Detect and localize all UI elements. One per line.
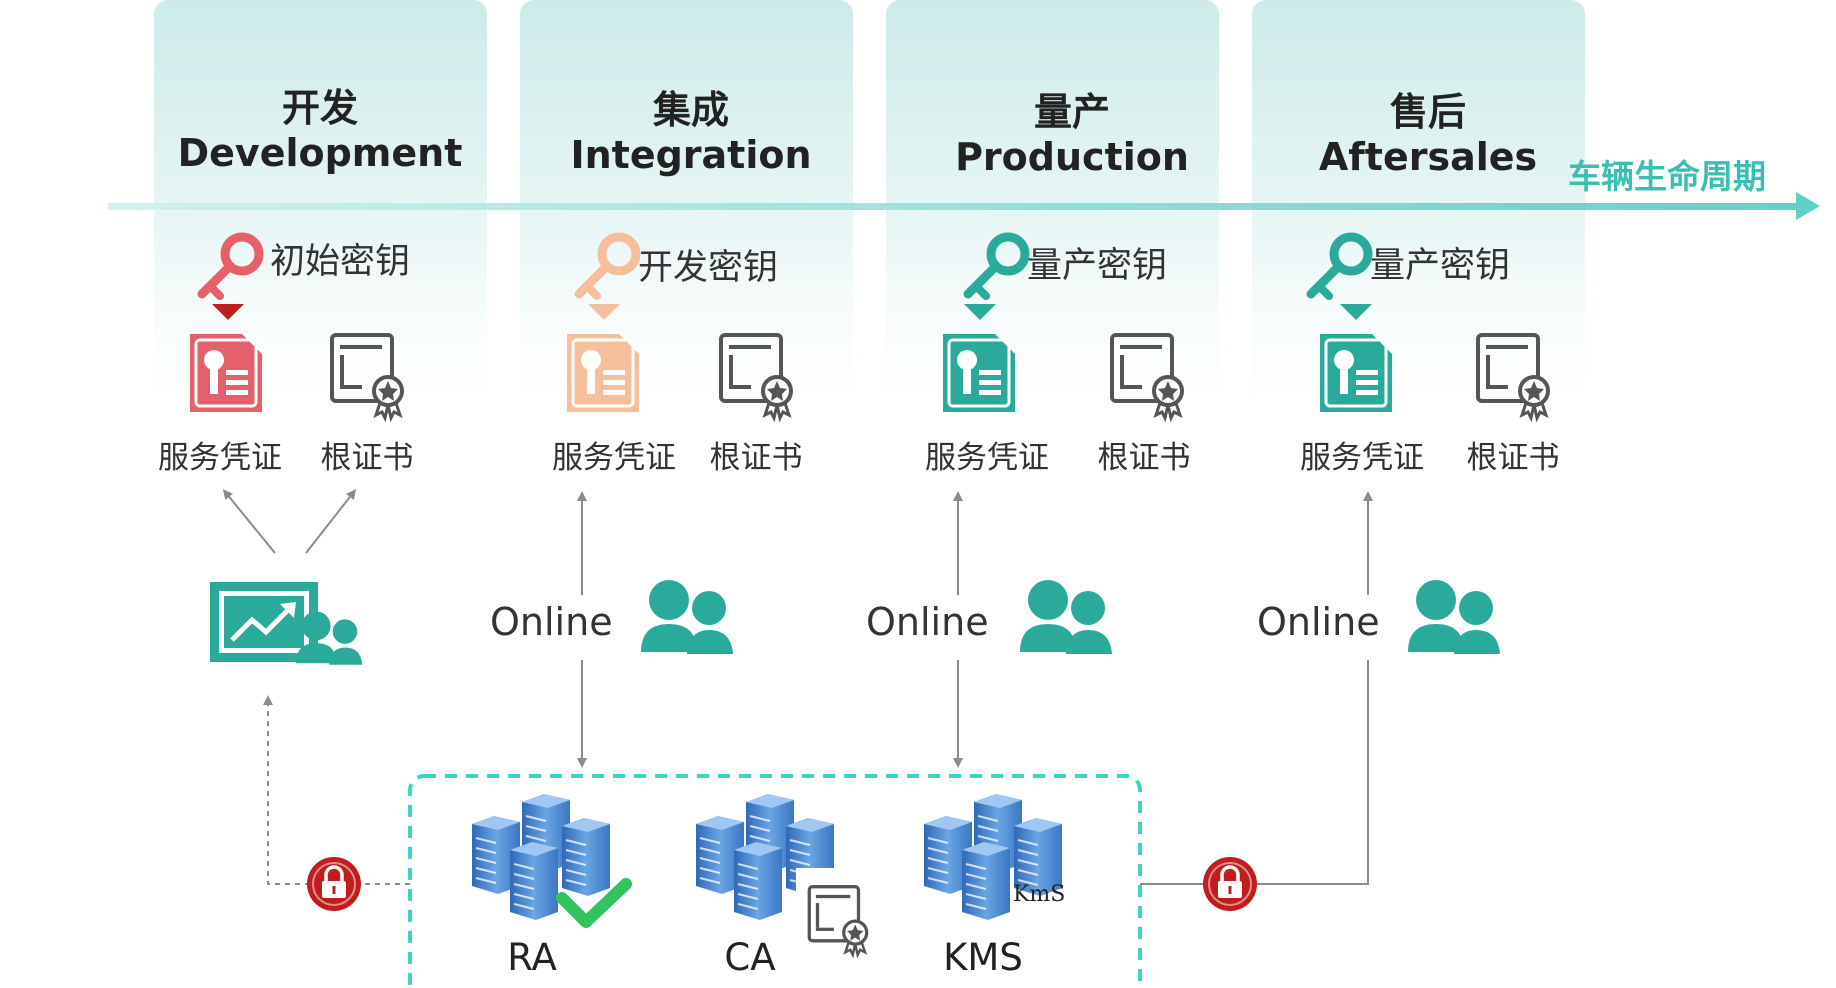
server-label-ra: RA bbox=[507, 936, 557, 979]
arrow-to-credential bbox=[222, 489, 276, 554]
lock-icon bbox=[1201, 855, 1259, 913]
key-label: 量产密钥 bbox=[1027, 246, 1168, 286]
phase-column-aftersales bbox=[1252, 0, 1585, 440]
phase-column-development bbox=[154, 0, 487, 440]
dashed-connector-development bbox=[263, 695, 410, 885]
server-certificate-icon bbox=[695, 793, 869, 957]
security-system-box bbox=[408, 774, 1142, 988]
kms-badge: KmS bbox=[1013, 882, 1066, 907]
users-icon bbox=[641, 580, 733, 654]
phase-title-en: Aftersales bbox=[1318, 135, 1538, 179]
credential-label: 服务凭证 bbox=[552, 440, 676, 476]
key-icon bbox=[574, 232, 641, 300]
phase-title-en: Integration bbox=[570, 133, 812, 177]
phase-title-zh: 量产 bbox=[1033, 90, 1111, 134]
arrow-to-root-cert bbox=[305, 489, 357, 554]
credential-document-icon bbox=[565, 332, 641, 414]
key-icon bbox=[1306, 232, 1373, 300]
lock-icon bbox=[305, 855, 363, 913]
pointer-triangle bbox=[964, 304, 996, 320]
credential-label: 服务凭证 bbox=[1300, 440, 1424, 476]
server-label-ca: CA bbox=[724, 936, 776, 979]
root-cert-label: 根证书 bbox=[1466, 440, 1560, 476]
root-cert-label: 根证书 bbox=[709, 440, 803, 476]
pointer-triangle bbox=[1340, 304, 1372, 320]
lifecycle-axis bbox=[108, 192, 1820, 220]
root-cert-label: 根证书 bbox=[1097, 440, 1191, 476]
users-icon bbox=[1020, 580, 1112, 654]
online-label: Online bbox=[490, 600, 613, 644]
credential-document-icon bbox=[188, 332, 264, 414]
phase-title-zh: 集成 bbox=[652, 88, 730, 132]
pointer-triangle bbox=[212, 304, 244, 320]
pointer-triangle bbox=[588, 304, 620, 320]
key-label: 量产密钥 bbox=[1370, 246, 1511, 286]
lifecycle-label: 车辆生命周期 bbox=[1568, 157, 1766, 196]
credential-document-icon bbox=[941, 332, 1017, 414]
users-icon bbox=[1408, 580, 1500, 654]
key-label: 初始密钥 bbox=[270, 242, 411, 282]
connector-aftersales bbox=[1140, 660, 1369, 885]
online-label: Online bbox=[1257, 600, 1380, 644]
presentation-screen-icon bbox=[210, 582, 318, 662]
key-icon bbox=[963, 232, 1030, 300]
key-label: 开发密钥 bbox=[638, 248, 779, 288]
phase-title-zh: 售后 bbox=[1389, 90, 1467, 134]
key-icon bbox=[197, 232, 264, 300]
credential-label: 服务凭证 bbox=[158, 440, 282, 476]
phase-column-integration bbox=[520, 0, 853, 440]
phase-column-production bbox=[886, 0, 1219, 440]
online-label: Online bbox=[866, 600, 989, 644]
phase-title-en: Development bbox=[177, 131, 463, 175]
root-cert-label: 根证书 bbox=[320, 440, 414, 476]
server-label-kms: KMS bbox=[943, 936, 1023, 979]
credential-document-icon bbox=[1318, 332, 1394, 414]
phase-title-en: Production bbox=[955, 135, 1189, 179]
phase-title-zh: 开发 bbox=[281, 86, 359, 130]
server-check-icon bbox=[471, 793, 632, 928]
credential-label: 服务凭证 bbox=[925, 440, 1049, 476]
